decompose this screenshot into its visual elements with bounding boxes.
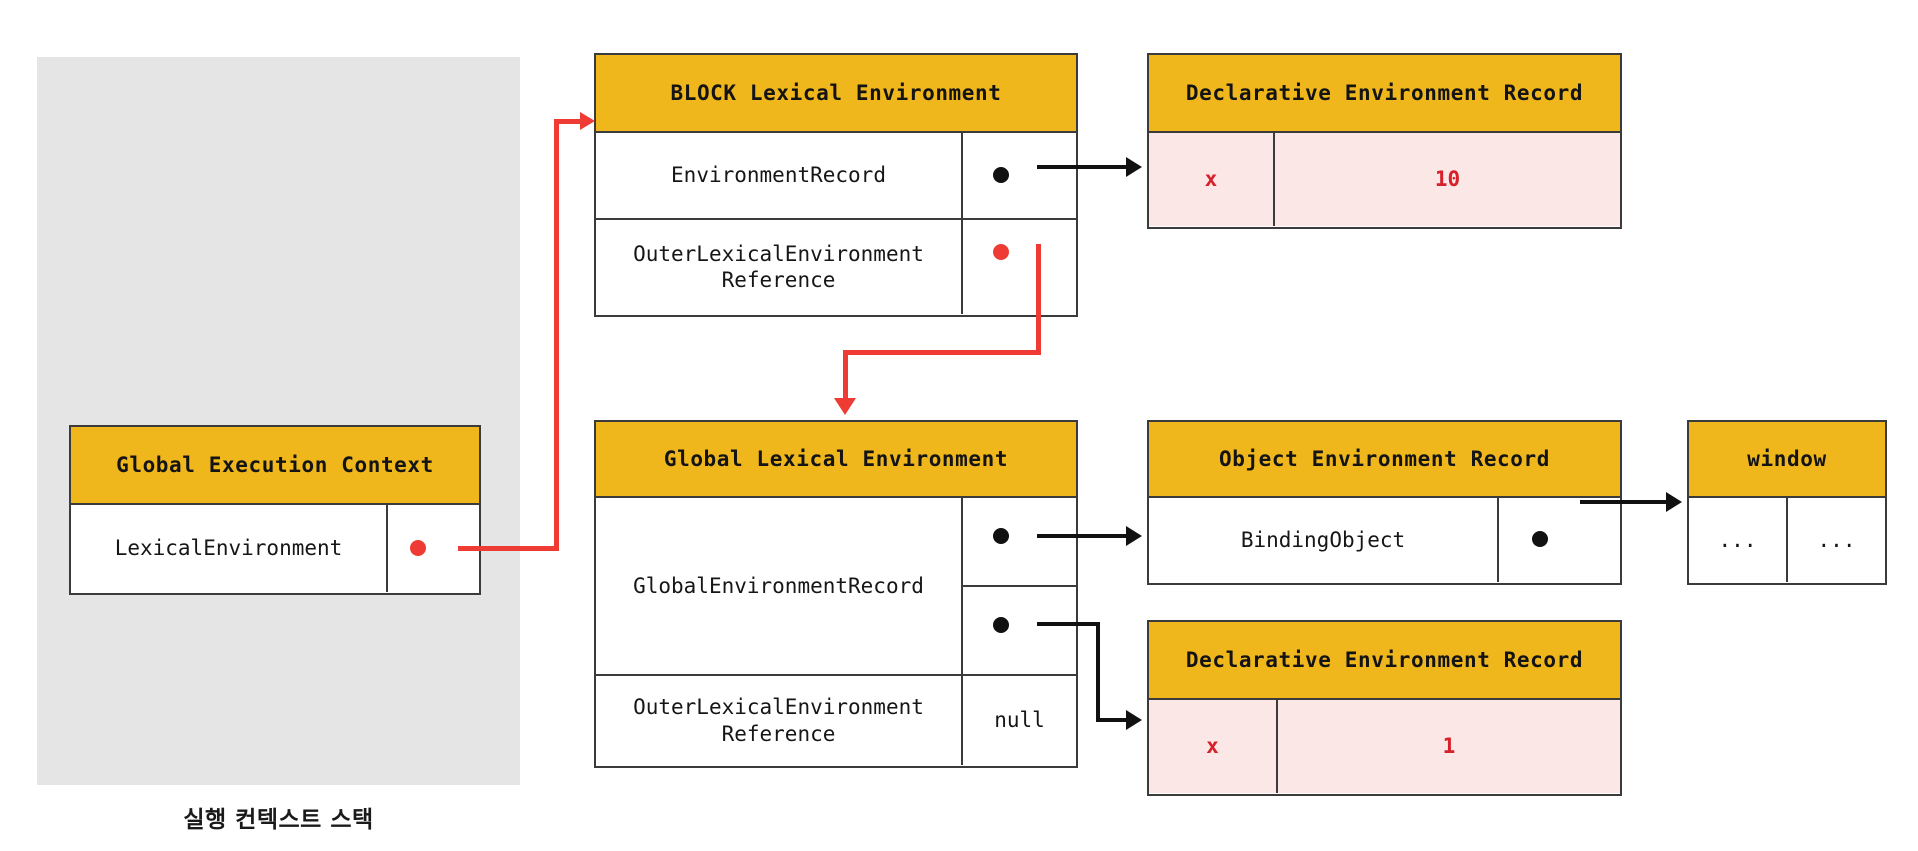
connector-block-envrecord-h: [1037, 165, 1128, 169]
table-row: OuterLexicalEnvironment Reference: [596, 218, 1076, 314]
connector-globalrecord-to-declarative-h1: [1037, 622, 1100, 626]
connector-gec-to-block-h1: [458, 546, 559, 551]
binding-object-pointer-slot[interactable]: [1497, 498, 1620, 582]
connector-globalrecord-to-object-h: [1037, 534, 1128, 538]
table-row: GlobalEnvironmentRecord: [596, 498, 1076, 674]
binding-name-x: x: [1149, 133, 1273, 226]
table-row: x 10: [1149, 133, 1620, 226]
connector-globalrecord-to-declarative-h2: [1096, 718, 1128, 722]
global-outer-lexical-environment-reference-value: null: [961, 674, 1076, 765]
window-object-box: window ... ...: [1687, 420, 1887, 585]
connector-gec-to-block-v: [554, 119, 559, 551]
table-row: ... ...: [1689, 498, 1885, 582]
object-environment-record-pointer-slot[interactable]: [963, 498, 1076, 585]
global-environment-record-pointer-slots: [961, 498, 1076, 674]
global-lexical-environment-title: Global Lexical Environment: [596, 422, 1076, 498]
outer-lexical-environment-reference-label: OuterLexicalEnvironment Reference: [596, 218, 961, 314]
global-execution-context-box: Global Execution Context LexicalEnvironm…: [69, 425, 481, 595]
connector-globalrecord-to-declarative-v: [1096, 622, 1100, 722]
table-row: BindingObject: [1149, 498, 1620, 582]
binding-value-10: 10: [1273, 133, 1620, 226]
window-cell-0: ...: [1718, 527, 1757, 552]
pointer-dot-icon: [993, 617, 1009, 633]
binding-value-1: 1: [1276, 700, 1620, 793]
pointer-dot-icon: [993, 167, 1009, 183]
connector-gec-to-block-h2: [554, 119, 582, 124]
execution-context-stack-panel: [37, 57, 520, 785]
block-lexical-environment-title: BLOCK Lexical Environment: [596, 55, 1076, 133]
table-row: OuterLexicalEnvironment Reference null: [596, 674, 1076, 765]
binding-name-x: x: [1149, 700, 1276, 793]
declarative-environment-record-pointer-slot[interactable]: [963, 585, 1076, 674]
arrowhead-into-window: [1666, 492, 1682, 512]
window-cell-1: ...: [1786, 498, 1885, 582]
block-declarative-environment-record-box: Declarative Environment Record x 10: [1147, 53, 1622, 229]
arrowhead-into-global-declarative-record: [1126, 710, 1142, 730]
global-declarative-record-title: Declarative Environment Record: [1149, 622, 1620, 700]
table-row: LexicalEnvironment: [71, 505, 479, 592]
object-environment-record-box: Object Environment Record BindingObject: [1147, 420, 1622, 585]
pointer-dot-icon: [1532, 531, 1548, 547]
window-object-title: window: [1689, 422, 1885, 498]
object-environment-record-title: Object Environment Record: [1149, 422, 1620, 498]
table-row: x 1: [1149, 700, 1620, 793]
arrowhead-into-global-lexical-environment: [834, 398, 856, 415]
connector-block-outer-h: [843, 350, 1041, 355]
connector-block-outer-v2: [843, 350, 848, 400]
binding-object-label: BindingObject: [1240, 527, 1406, 552]
lexical-environment-pointer-slot[interactable]: [386, 505, 479, 592]
pointer-dot-icon: [410, 540, 426, 556]
execution-context-stack-caption: 실행 컨텍스트 스택: [183, 807, 374, 833]
pointer-dot-icon: [993, 244, 1009, 260]
environment-record-pointer-slot[interactable]: [961, 133, 1076, 218]
connector-block-outer-v1: [1036, 244, 1041, 355]
global-outer-lexical-environment-reference-label: OuterLexicalEnvironment Reference: [596, 674, 961, 765]
table-row: EnvironmentRecord: [596, 133, 1076, 218]
connector-bindingobject-to-window-h: [1580, 500, 1668, 504]
block-declarative-record-title: Declarative Environment Record: [1149, 55, 1620, 133]
block-lexical-environment-box: BLOCK Lexical Environment EnvironmentRec…: [594, 53, 1078, 317]
global-lexical-environment-box: Global Lexical Environment GlobalEnviron…: [594, 420, 1078, 768]
lexical-environment-label: LexicalEnvironment: [114, 536, 343, 561]
arrowhead-into-object-environment-record: [1126, 526, 1142, 546]
global-declarative-environment-record-box: Declarative Environment Record x 1: [1147, 620, 1622, 796]
environment-record-label: EnvironmentRecord: [671, 163, 886, 188]
global-execution-context-title: Global Execution Context: [71, 427, 479, 505]
pointer-dot-icon: [993, 528, 1009, 544]
global-environment-record-label: GlobalEnvironmentRecord: [633, 573, 924, 598]
arrowhead-into-block-lexical-environment: [580, 112, 595, 130]
arrowhead-into-block-declarative-record: [1126, 157, 1142, 177]
outer-lexical-environment-reference-pointer-slot[interactable]: [961, 218, 1076, 314]
